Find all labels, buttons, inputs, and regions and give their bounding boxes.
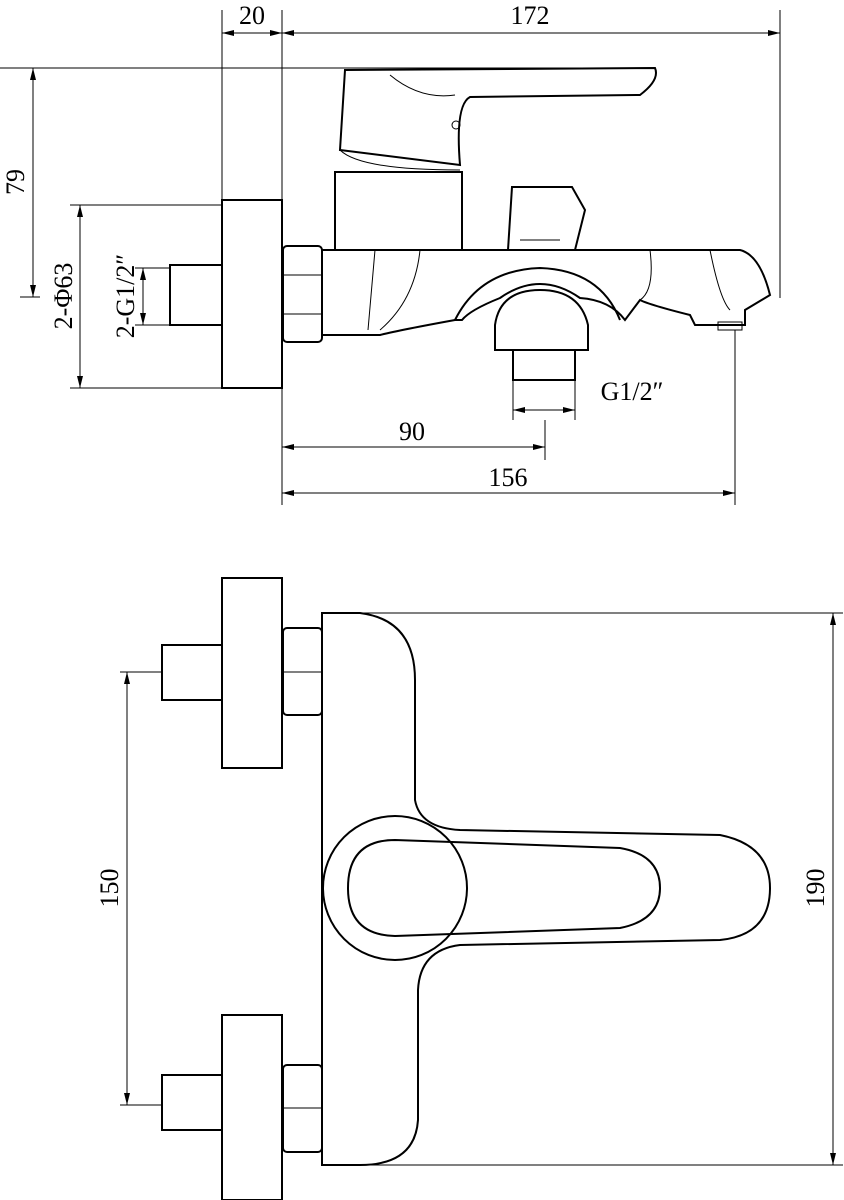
lever-handle-top	[346, 838, 662, 938]
wall-flange-bottom	[221, 1014, 283, 1200]
cartridge-housing	[334, 171, 463, 251]
outlet-arch	[494, 288, 589, 351]
inlet-thread	[169, 264, 223, 326]
dim-height: 79	[1, 169, 30, 195]
mixer-body-top	[321, 612, 772, 1166]
wall-flange-top	[221, 577, 283, 769]
lever-handle	[338, 66, 657, 167]
diverter-knob	[506, 186, 587, 251]
dim-total-length: 172	[511, 1, 550, 30]
dim-flange-diameter: 2-Φ63	[49, 263, 78, 330]
side-view: 20 172 79 2-Φ63 2-G1/2″ 90 156 G1/2″	[0, 1, 781, 505]
dim-inlet-thread: 2-G1/2″	[111, 254, 140, 339]
hex-nut	[282, 245, 323, 343]
dim-inlet-spacing: 150	[95, 869, 124, 908]
dim-spout-reach: 156	[489, 463, 528, 492]
inlet-thread-bottom	[161, 1074, 223, 1131]
dim-body-width: 190	[801, 869, 830, 908]
outlet-thread	[512, 349, 576, 381]
mixer-body	[321, 249, 772, 336]
lever-base	[322, 815, 468, 961]
dim-flange-depth: 20	[239, 1, 265, 30]
inlet-thread-top	[161, 644, 223, 701]
wall-flange	[221, 199, 283, 389]
dim-outlet-offset: 90	[399, 417, 425, 446]
top-view: 150 190	[95, 577, 843, 1200]
dim-outlet-thread: G1/2″	[601, 377, 664, 406]
